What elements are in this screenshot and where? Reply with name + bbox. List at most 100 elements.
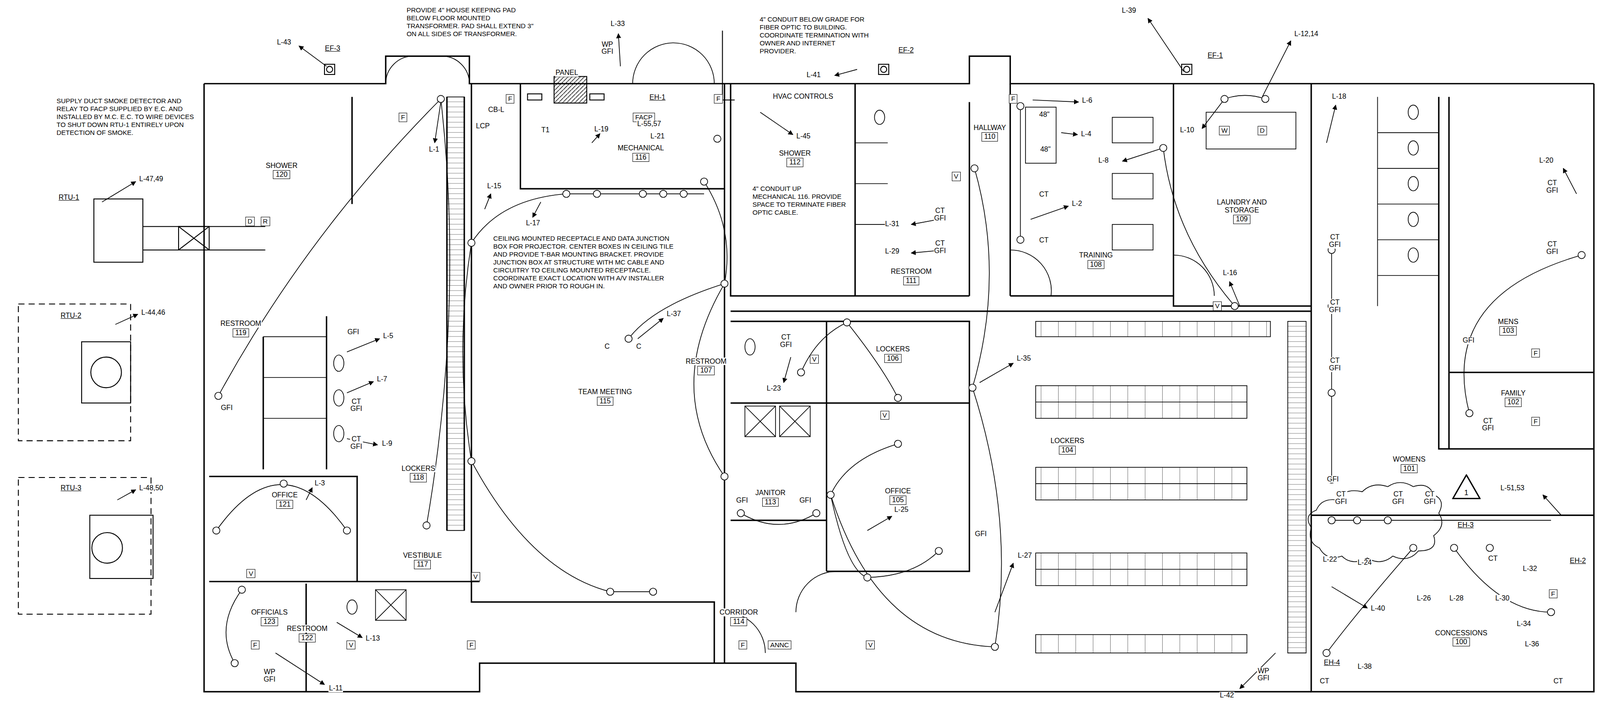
circuit-label: L-23 (766, 384, 782, 393)
circuit-label: L-2 (1071, 200, 1083, 208)
device-box: W (1219, 126, 1230, 136)
device-letter: V (246, 568, 256, 579)
device-tag: WP GFI (263, 668, 276, 684)
room-number: 122 (298, 633, 316, 643)
circuit-label: PANEL (555, 69, 579, 77)
room-number: 117 (413, 559, 431, 569)
device-letter: V (346, 640, 356, 650)
device-tag: CT GFI (1481, 417, 1495, 433)
equipment (18, 30, 1193, 615)
room-number: 103 (1499, 326, 1517, 336)
device-letter: V (809, 354, 819, 364)
room-name: VESTIBULE (402, 551, 443, 560)
device-letter: D (1257, 126, 1268, 136)
circuit-label: CT (1038, 190, 1049, 199)
room-name: TRAINING (1078, 251, 1113, 260)
circuit-label: L-4 (1080, 130, 1092, 138)
circuit-label: L-27 (1017, 551, 1033, 560)
circuit-label: L-29 (884, 247, 900, 256)
equipment-tag: EF-3 (324, 44, 341, 53)
device-letter: F (506, 94, 515, 104)
circuit-label: GFI (1462, 336, 1476, 345)
device-box: V (865, 640, 875, 650)
room-name: JANITOR (754, 488, 786, 497)
circuit-label: 48" (1038, 111, 1050, 119)
circuit-label: L-41 (805, 71, 821, 79)
room-tag: SHOWER112 (778, 149, 812, 168)
circuit-label: GFI (974, 530, 988, 538)
device-tag: CT GFI (779, 333, 793, 349)
device-tag: WP GFI (1256, 667, 1270, 683)
circuit-label: L-36 (1524, 640, 1540, 649)
revision-delta: 1 (1451, 474, 1481, 500)
room-number: 120 (272, 170, 291, 180)
device-box: V (471, 571, 481, 582)
equipment-tag: EH-4 (1323, 659, 1341, 667)
equipment-tag: RTU-2 (60, 312, 83, 320)
room-name: RESTROOM (220, 319, 262, 328)
circuit-label: L-28 (1448, 594, 1464, 603)
circuit-label: T1 (540, 126, 551, 135)
room-tag: RESTROOM111 (890, 267, 933, 286)
room-tag: TRAINING108 (1078, 251, 1113, 269)
circuit-label: CB-L (487, 106, 505, 114)
general-note: SUPPLY DUCT SMOKE DETECTOR AND RELAY TO … (55, 96, 202, 137)
room-name: LOCKERS (875, 345, 911, 354)
device-letter: F (1548, 589, 1558, 599)
circuit-label: L-47,49 (138, 175, 164, 183)
equipment-tag: RTU-3 (60, 484, 83, 493)
room-tag: LOCKERS106 (875, 345, 911, 363)
device-box: ANNC (768, 640, 792, 650)
room-number: 111 (903, 276, 920, 286)
circuit-label: L-48,50 (138, 484, 164, 493)
device-letter: D (245, 216, 255, 227)
circuit-label: L-32 (1522, 565, 1538, 573)
room-name: RESTROOM (685, 357, 727, 366)
room-number: 112 (786, 157, 804, 167)
walls (204, 55, 1594, 692)
device-letter: F (467, 640, 476, 650)
device-tag: CT GFI (1328, 298, 1342, 314)
room-tag: LOCKERS118 (401, 464, 436, 483)
circuit-label: L-30 (1495, 594, 1511, 603)
circuit-label: L-15 (486, 182, 502, 191)
equipment-tag: RTU-1 (58, 193, 80, 202)
room-name: MENS (1497, 317, 1519, 326)
device-letter: V (865, 640, 875, 650)
circuit-label: L-8 (1097, 156, 1109, 165)
room-name: CONCESSIONS (1434, 629, 1488, 638)
general-note: 4" CONDUIT UP MECHANICAL 116. PROVIDE SP… (752, 184, 847, 217)
device-box: F (1009, 94, 1018, 104)
circuit-label: L-10 (1179, 126, 1195, 135)
equipment-tag: EH-2 (1569, 557, 1587, 565)
room-number: 116 (632, 152, 650, 162)
fixtures (263, 42, 1500, 653)
circuit-label: L-44,46 (140, 309, 166, 317)
room-number: 115 (596, 396, 614, 406)
room-number: 107 (697, 365, 715, 375)
device-box: F (467, 640, 476, 650)
circuit-label: L-16 (1222, 269, 1238, 277)
home-runs (101, 18, 1577, 689)
device-box: F (738, 640, 747, 650)
circuit-label: L-19 (593, 125, 609, 134)
room-tag: RESTROOM107 (685, 357, 727, 376)
circuit-label: L-20 (1538, 156, 1554, 165)
device-letter: R (260, 216, 270, 227)
room-number: 101 (1400, 464, 1418, 474)
room-tag: LAUNDRY AND STORAGE109 (1215, 198, 1269, 224)
circuit-label: CT (1319, 677, 1330, 686)
device-letter: V (1212, 301, 1222, 311)
device-tag: CT GFI (933, 239, 947, 255)
device-box: R (260, 216, 270, 227)
room-name: CORRIDOR (719, 608, 759, 617)
device-box: F (1531, 348, 1541, 359)
room-number: 106 (884, 354, 902, 363)
circuit-label: L-42 (1219, 691, 1235, 700)
room-tag: MECHANICAL116 (617, 144, 665, 162)
device-box: V (346, 640, 356, 650)
circuit-label: C (604, 343, 611, 351)
room-name: WOMENS (1392, 455, 1426, 464)
device-box: D (245, 216, 255, 227)
